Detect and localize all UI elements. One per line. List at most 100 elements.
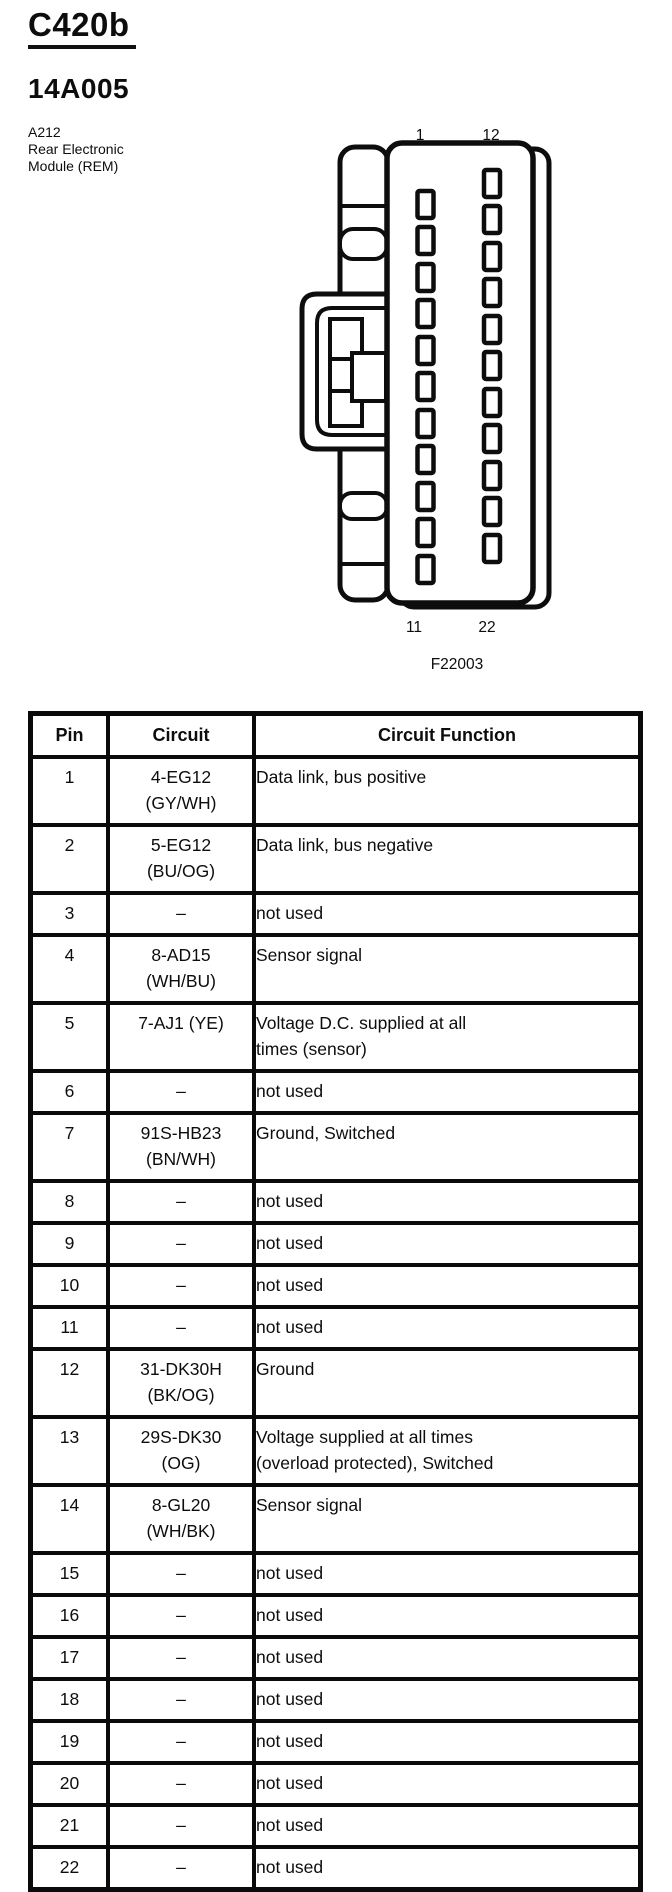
circuit-cell: 8-AD15 (WH/BU): [106, 933, 256, 1005]
pin-slot: [481, 276, 503, 309]
pin-slot: [481, 495, 503, 528]
table-row: 8 – not used: [28, 1179, 643, 1225]
pin-slot: [415, 261, 436, 294]
table-row: 1 4-EG12 (GY/WH) Data link, bus positive: [28, 755, 643, 827]
table-row: 6 – not used: [28, 1069, 643, 1115]
circuit-cell: –: [106, 1635, 256, 1681]
pin-slot: [415, 516, 436, 549]
pin-cell: 6: [28, 1069, 110, 1115]
pin-column-left: [415, 188, 436, 586]
pin-cell: 16: [28, 1593, 110, 1639]
function-cell: not used: [252, 1069, 643, 1115]
pin-slot: [415, 334, 436, 367]
pin-cell: 9: [28, 1221, 110, 1267]
function-cell: Voltage supplied at all times (overload …: [252, 1415, 643, 1487]
pin-slot: [481, 240, 503, 273]
pin-cell: 12: [28, 1347, 110, 1419]
pin-slot: [415, 297, 436, 330]
pin-slot: [481, 459, 503, 492]
manual-page: C420b 14A005 A212 Rear Electronic Module…: [0, 8, 672, 1892]
pin-cell: 19: [28, 1719, 110, 1765]
circuit-cell: –: [106, 1551, 256, 1597]
pin-slot: [481, 386, 503, 419]
table-row: 14 8-GL20 (WH/BK) Sensor signal: [28, 1483, 643, 1555]
function-cell: not used: [252, 1719, 643, 1765]
circuit-cell: –: [106, 891, 256, 937]
circuit-cell: –: [106, 1761, 256, 1807]
header-circuit-function: Circuit Function: [252, 711, 643, 759]
pinout-table-header: Pin Circuit Circuit Function: [28, 711, 643, 759]
pin-cell: 11: [28, 1305, 110, 1351]
circuit-cell: –: [106, 1719, 256, 1765]
circuit-cell: –: [106, 1845, 256, 1892]
figure-reference: F22003: [431, 656, 484, 673]
pin-cell: 21: [28, 1803, 110, 1849]
pin-slot: [481, 313, 503, 346]
circuit-cell: 91S-HB23 (BN/WH): [106, 1111, 256, 1183]
component-code: A212: [28, 124, 61, 140]
circuit-cell: 29S-DK30 (OG): [106, 1415, 256, 1487]
circuit-cell: 8-GL20 (WH/BK): [106, 1483, 256, 1555]
circuit-cell: –: [106, 1593, 256, 1639]
pinout-table-body: 1 4-EG12 (GY/WH) Data link, bus positive…: [28, 755, 643, 1892]
table-row: 7 91S-HB23 (BN/WH) Ground, Switched: [28, 1111, 643, 1183]
function-cell: not used: [252, 1761, 643, 1807]
circuit-cell: 31-DK30H (BK/OG): [106, 1347, 256, 1419]
table-row: 21 – not used: [28, 1803, 643, 1849]
pin-slot: [481, 167, 503, 200]
circuit-cell: –: [106, 1305, 256, 1351]
circuit-cell: 5-EG12 (BU/OG): [106, 823, 256, 895]
function-cell: Ground: [252, 1347, 643, 1419]
table-row: 10 – not used: [28, 1263, 643, 1309]
pin-column-right: [481, 167, 503, 565]
table-row: 22 – not used: [28, 1845, 643, 1892]
table-row: 13 29S-DK30 (OG) Voltage supplied at all…: [28, 1415, 643, 1487]
pin-slot: [481, 203, 503, 236]
circuit-cell: –: [106, 1069, 256, 1115]
pin-cell: 18: [28, 1677, 110, 1723]
pin-number-label-22: 22: [478, 619, 495, 636]
function-cell: not used: [252, 1221, 643, 1267]
pin-slot: [481, 349, 503, 382]
header-pin: Pin: [28, 711, 110, 759]
pin-slot: [481, 532, 503, 565]
pin-cell: 1: [28, 755, 110, 827]
table-row: 19 – not used: [28, 1719, 643, 1765]
pin-cell: 22: [28, 1845, 110, 1892]
function-cell: not used: [252, 1803, 643, 1849]
table-row: 3 – not used: [28, 891, 643, 937]
pin-slot: [481, 422, 503, 455]
connector-diagram-section: A212 Rear Electronic Module (REM): [0, 111, 672, 711]
table-row: 4 8-AD15 (WH/BU) Sensor signal: [28, 933, 643, 1005]
rail-notch: [338, 491, 389, 521]
table-row: 5 7-AJ1 (YE) Voltage D.C. supplied at al…: [28, 1001, 643, 1073]
rail-notch: [338, 227, 389, 261]
part-code-heading: 14A005: [28, 73, 130, 104]
table-row: 15 – not used: [28, 1551, 643, 1597]
pin-slot: [415, 443, 436, 476]
circuit-cell: –: [106, 1677, 256, 1723]
function-cell: Data link, bus negative: [252, 823, 643, 895]
function-cell: Data link, bus positive: [252, 755, 643, 827]
pin-slot: [415, 188, 436, 221]
component-label: A212 Rear Electronic Module (REM): [28, 124, 124, 175]
circuit-cell: –: [106, 1263, 256, 1309]
page-title: C420b: [28, 8, 672, 49]
pin-slot: [415, 407, 436, 440]
component-name-line2: Module (REM): [28, 158, 119, 174]
latch-tab: [350, 351, 388, 403]
pin-slot: [415, 370, 436, 403]
pinout-table: Pin Circuit Circuit Function 1 4-EG12 (G…: [28, 711, 643, 1892]
pin-slot: [415, 480, 436, 513]
pin-slot: [415, 224, 436, 257]
pin-cell: 2: [28, 823, 110, 895]
function-cell: Sensor signal: [252, 933, 643, 1005]
function-cell: not used: [252, 1179, 643, 1225]
circuit-cell: –: [106, 1221, 256, 1267]
connector-body: [384, 140, 536, 606]
pin-number-label-11: 11: [406, 619, 422, 636]
pin-cell: 10: [28, 1263, 110, 1309]
pin-cell: 14: [28, 1483, 110, 1555]
function-cell: Voltage D.C. supplied at all times (sens…: [252, 1001, 643, 1073]
pin-cell: 13: [28, 1415, 110, 1487]
